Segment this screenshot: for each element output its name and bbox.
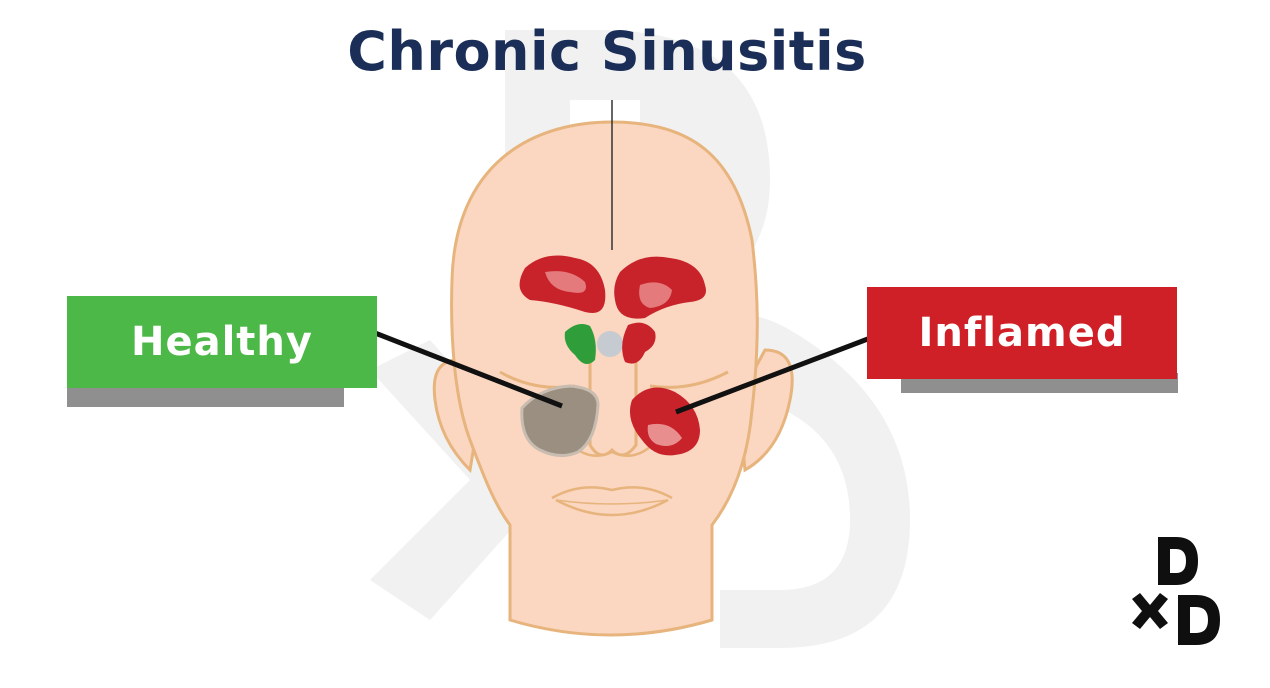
- inflamed-label: Inflamed: [867, 287, 1177, 379]
- mouth-upper: [551, 486, 673, 500]
- inflamed-maxillary-highlight: [647, 423, 682, 446]
- inflamed-pointer-line: [675, 334, 874, 415]
- mouth-line: [555, 499, 669, 505]
- inflamed-label-text: Inflamed: [918, 310, 1126, 356]
- left-frontal-highlight: [545, 271, 586, 293]
- inflamed-maxillary-sinus: [629, 387, 700, 456]
- inflamed-ethmoid-sinus: [622, 322, 656, 364]
- sphenoid-sinus: [597, 331, 623, 357]
- head-outline: [450, 120, 759, 637]
- healthy-label-shadow: [67, 385, 344, 407]
- nostril-curve: [571, 444, 653, 457]
- page-title: Chronic Sinusitis: [347, 20, 867, 83]
- healthy-maxillary-sinus: [520, 384, 600, 457]
- dxd-logo-icon: [1132, 537, 1220, 645]
- right-eye-line: [649, 370, 729, 389]
- healthy-pointer-line: [374, 330, 563, 409]
- healthy-ethmoid-sinus: [564, 324, 596, 364]
- healthy-label: Healthy: [67, 296, 377, 388]
- right-frontal-highlight: [639, 282, 672, 308]
- healthy-label-text: Healthy: [131, 319, 313, 365]
- nose: [588, 360, 638, 457]
- mouth-lower: [555, 498, 669, 517]
